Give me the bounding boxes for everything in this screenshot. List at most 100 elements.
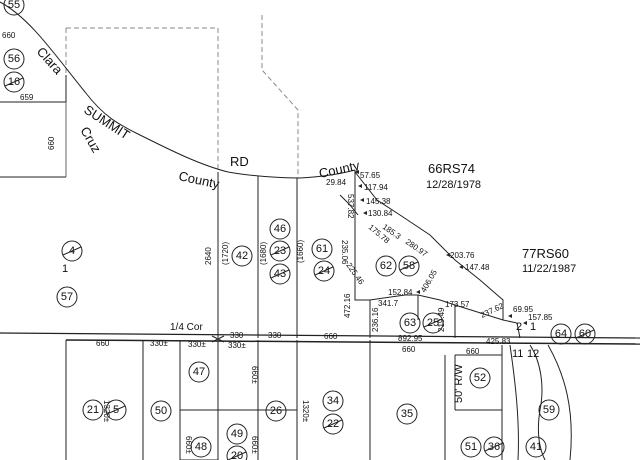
parcel-marker-retired[interactable]: 36 [483, 436, 505, 458]
parcel-marker[interactable]: 46 [269, 218, 291, 240]
svg-text:49: 49 [231, 428, 243, 440]
right-of-way-label: 50' R/W [453, 364, 465, 403]
dimension-label: 57.65 [360, 171, 381, 180]
dimension-label: 660± [184, 436, 193, 454]
dimension-label: 29.84 [326, 178, 347, 187]
dimension-label: 145.38 [366, 197, 391, 206]
parcel-marker[interactable]: 48 [190, 436, 212, 458]
dimension-label: 660 [466, 347, 480, 356]
dashed-boundaries [65, 15, 299, 178]
svg-text:47: 47 [193, 366, 205, 378]
lot-number: 1 [530, 321, 536, 333]
svg-text:50: 50 [155, 405, 167, 417]
dimension-label: 330± [228, 341, 246, 350]
bearing-arrows [355, 170, 527, 325]
svg-text:57: 57 [61, 291, 73, 303]
dimension-label: 660± [250, 366, 259, 384]
dimension-label: 659 [20, 93, 34, 102]
svg-text:34: 34 [327, 395, 339, 407]
parcel-marker-retired[interactable]: 4 [61, 240, 83, 262]
parcel-marker[interactable]: 47 [188, 361, 210, 383]
parcel-marker[interactable]: 56 [3, 48, 25, 70]
dimension-label: 330 [230, 331, 244, 340]
dimension-label: 147.48 [465, 263, 490, 272]
quarter-corner-label: 1/4 Cor [170, 322, 203, 333]
record-code-66rs74: 66RS74 [428, 161, 475, 176]
parcel-marker[interactable]: 57 [56, 286, 78, 308]
parcel-marker[interactable]: 42 [231, 245, 253, 267]
dimension-label: 341.7 [378, 299, 399, 308]
dimension-label: (1660) [296, 240, 305, 263]
parcel-marker[interactable]: 61 [311, 238, 333, 260]
parcel-marker[interactable]: 41 [525, 436, 547, 458]
parcel-marker[interactable]: 62 [375, 255, 397, 277]
lot-number: 2 [516, 321, 522, 333]
svg-text:20: 20 [231, 450, 243, 460]
svg-text:62: 62 [380, 260, 392, 272]
lot-number: 1 [62, 263, 68, 275]
parcel-marker[interactable]: 50 [150, 400, 172, 422]
parcel-marker[interactable]: 59 [538, 399, 560, 421]
dimension-label: 406.05 [419, 268, 439, 294]
parcel-marker-retired[interactable]: 24 [313, 260, 335, 282]
dimension-label: 69.95 [513, 305, 534, 314]
parcel-marker[interactable]: 35 [396, 403, 418, 425]
parcel-markers: 55 56 16 4 57 42 46 23 43 61 24 62 58 63… [3, 0, 596, 460]
parcel-marker-retired[interactable]: 16 [3, 71, 25, 93]
svg-text:59: 59 [543, 404, 555, 416]
dimension-label: 173.57 [445, 300, 470, 309]
dimension-label: 425.83 [486, 337, 511, 346]
parcel-marker[interactable]: 49 [226, 423, 248, 445]
dimension-label: 117.94 [364, 183, 388, 192]
svg-text:52: 52 [474, 372, 486, 384]
road-label-rd: RD [230, 154, 249, 169]
svg-text:42: 42 [236, 250, 248, 262]
parcel-marker-retired[interactable]: 5 [105, 399, 127, 421]
svg-text:61: 61 [316, 243, 328, 255]
svg-text:63: 63 [404, 317, 416, 329]
svg-text:26: 26 [270, 405, 282, 417]
dimension-label: 152.84 [388, 288, 413, 297]
dimension-label: 2640 [204, 247, 213, 265]
dimension-label: 203.76 [450, 251, 475, 260]
svg-text:35: 35 [401, 408, 413, 420]
svg-text:48: 48 [195, 441, 207, 453]
dimension-label: 660 [324, 332, 338, 341]
parcel-marker[interactable]: 55 [3, 0, 25, 16]
road-label-clara: Clara [34, 44, 66, 78]
record-code-77rs60: 77RS60 [522, 246, 569, 261]
svg-text:56: 56 [8, 53, 20, 65]
dimension-label: 472.16 [343, 293, 352, 318]
dimension-label: 330 [268, 331, 282, 340]
parcel-marker[interactable]: 26 [265, 400, 287, 422]
svg-text:64: 64 [555, 328, 567, 340]
lot-number: 12 [527, 348, 539, 360]
parcel-marker[interactable]: 51 [460, 436, 482, 458]
dimension-label: 892.95 [398, 334, 423, 343]
parcel-marker-retired[interactable]: 60 [574, 323, 596, 345]
parcel-marker-retired[interactable]: 25 [422, 312, 444, 334]
dimension-label: 660± [250, 436, 259, 454]
dimension-label: 660 [2, 31, 16, 40]
dimension-label: 537.82 [346, 194, 355, 219]
dimension-label: 157.85 [528, 313, 553, 322]
parcel-marker-retired[interactable]: 23 [269, 240, 291, 262]
parcel-marker-retired[interactable]: 22 [322, 413, 344, 435]
parcel-marker-retired[interactable]: 20 [226, 445, 248, 460]
parcel-marker-retired[interactable]: 43 [269, 263, 291, 285]
parcel-marker-retired[interactable]: 58 [398, 255, 420, 277]
dimension-label: 130.84 [368, 209, 393, 218]
svg-text:46: 46 [274, 223, 286, 235]
dimension-label: 236.16 [371, 307, 380, 332]
parcel-marker[interactable]: 34 [322, 390, 344, 412]
parcel-marker[interactable]: 63 [399, 312, 421, 334]
dimension-label: 1320± [301, 400, 310, 423]
lot-number: 11 [512, 348, 523, 360]
dimension-label: 660 [47, 136, 56, 150]
parcel-marker[interactable]: 52 [469, 367, 491, 389]
parcel-marker[interactable]: 21 [82, 399, 104, 421]
parcel-marker[interactable]: 64 [550, 323, 572, 345]
dimension-label: 660 [96, 339, 110, 348]
